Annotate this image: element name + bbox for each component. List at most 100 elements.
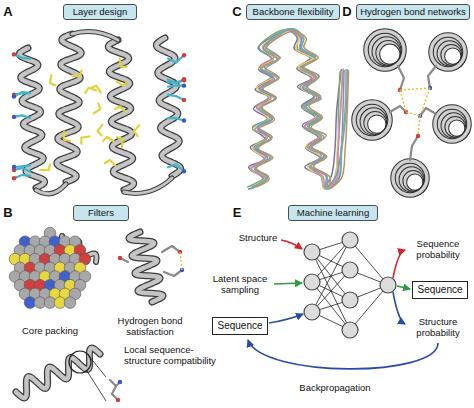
- side-chain: [103, 137, 114, 142]
- side-chain: [72, 71, 82, 77]
- atom: [12, 52, 16, 56]
- helix-ring: [354, 102, 390, 138]
- atom: [12, 115, 16, 119]
- panel-header: Hydrogen bond networks: [356, 4, 470, 19]
- side-chain: [14, 115, 30, 118]
- flow-arrow: [269, 314, 303, 323]
- side-chain: [168, 164, 184, 171]
- side-chain: [98, 125, 103, 136]
- node-text: Hydrogen bond networks: [360, 6, 466, 17]
- atom: [116, 398, 120, 402]
- atom-sphere: [64, 297, 76, 309]
- panel-letter: C: [232, 5, 241, 20]
- loop-edge: [36, 184, 66, 194]
- side-chain: [420, 108, 436, 116]
- helix-ribbon-edge: [129, 232, 163, 302]
- network-neuron: [304, 274, 320, 290]
- side-chain: [162, 246, 180, 252]
- side-chain: [398, 66, 404, 90]
- atom: [118, 256, 122, 260]
- annotation-label: Backpropagation: [299, 383, 370, 394]
- helix-ribbon: [16, 348, 100, 398]
- label-text: Sequence probability: [409, 239, 467, 261]
- backbone-trace: [256, 31, 348, 188]
- node-text: Sequence: [217, 320, 262, 332]
- sequence-box: Sequence: [212, 317, 267, 335]
- flow-arrow: [393, 250, 405, 278]
- network-link: [350, 240, 388, 285]
- node-text: Filters: [88, 207, 114, 218]
- label-text: Hydrogen bond satisfaction: [114, 316, 186, 338]
- layer-design-structure: [12, 32, 186, 194]
- annotation-label: Hydrogen bond satisfaction: [114, 316, 186, 338]
- atom: [12, 176, 16, 180]
- atom: [182, 98, 186, 102]
- helix-ribbon: [129, 232, 163, 302]
- helix-ring-edge: [435, 107, 469, 141]
- helix-ring: [393, 161, 427, 195]
- side-chain: [14, 54, 30, 58]
- hydrogen-bond: [400, 90, 406, 112]
- side-chain: [50, 75, 56, 85]
- atom: [118, 380, 122, 384]
- hydrogen-bond: [180, 252, 182, 270]
- hydrogen-bond: [420, 88, 430, 116]
- loop: [124, 178, 172, 193]
- zoom-line: [89, 356, 106, 377]
- backbone-trace: [252, 29, 346, 189]
- node-text: Backbone flexibility: [253, 6, 334, 17]
- atom: [182, 53, 186, 57]
- annotation-label: Structure probability: [409, 317, 467, 339]
- side-chain: [110, 380, 118, 400]
- label-text: Local sequence-structure compatibility: [124, 345, 224, 367]
- panel-letter-text: E: [233, 206, 242, 221]
- helix-ring: [435, 107, 469, 141]
- neural-network: [248, 232, 438, 369]
- side-chain: [168, 95, 184, 100]
- zoom-circle: [69, 351, 91, 373]
- hydrogen-bond: [406, 112, 420, 116]
- panel-header: Backbone flexibility: [246, 4, 341, 19]
- node-text: Machine learning: [297, 207, 369, 218]
- node-text: Sequence: [417, 284, 462, 296]
- flow-arrow: [397, 286, 410, 289]
- side-chain: [134, 125, 139, 136]
- panel-header: Filters: [73, 205, 129, 220]
- panel-header: Layer design: [63, 4, 137, 19]
- panel-letter: D: [342, 5, 351, 20]
- network-neuron: [342, 262, 358, 278]
- panel-letter-text: A: [3, 5, 12, 20]
- loop: [36, 184, 66, 194]
- annotation-label: Local sequence-structure compatibility: [124, 345, 224, 367]
- label-text: Structure: [239, 233, 278, 244]
- panel-header: Machine learning: [288, 205, 378, 220]
- sequence-box: Sequence: [412, 281, 467, 299]
- atom: [182, 169, 186, 173]
- helix-ring-edge: [393, 161, 427, 195]
- atom: [182, 78, 186, 82]
- side-chain: [105, 160, 116, 166]
- side-chain: [115, 106, 125, 112]
- flow-arrow: [393, 292, 405, 324]
- side-chain: [94, 103, 101, 113]
- side-chain: [64, 132, 70, 141]
- side-chain: [168, 80, 184, 82]
- side-chain: [14, 175, 30, 178]
- side-chain: [14, 165, 30, 167]
- label-text: Structure probability: [409, 317, 467, 339]
- network-neuron: [304, 304, 320, 320]
- backbone-trace: [251, 29, 345, 189]
- side-chain: [14, 92, 30, 96]
- zoom-line: [87, 371, 106, 401]
- side-chain: [168, 85, 184, 86]
- side-chain: [14, 168, 30, 172]
- network-neuron: [380, 277, 396, 293]
- helix-ribbon: [57, 34, 81, 182]
- panel-letter: E: [233, 206, 242, 221]
- filters-illustration: [9, 227, 184, 402]
- atom: [182, 83, 186, 87]
- hydrogen-bond: [418, 116, 420, 136]
- annotation-label: Latent space sampling: [208, 274, 272, 296]
- panel-letter-text: B: [3, 206, 12, 221]
